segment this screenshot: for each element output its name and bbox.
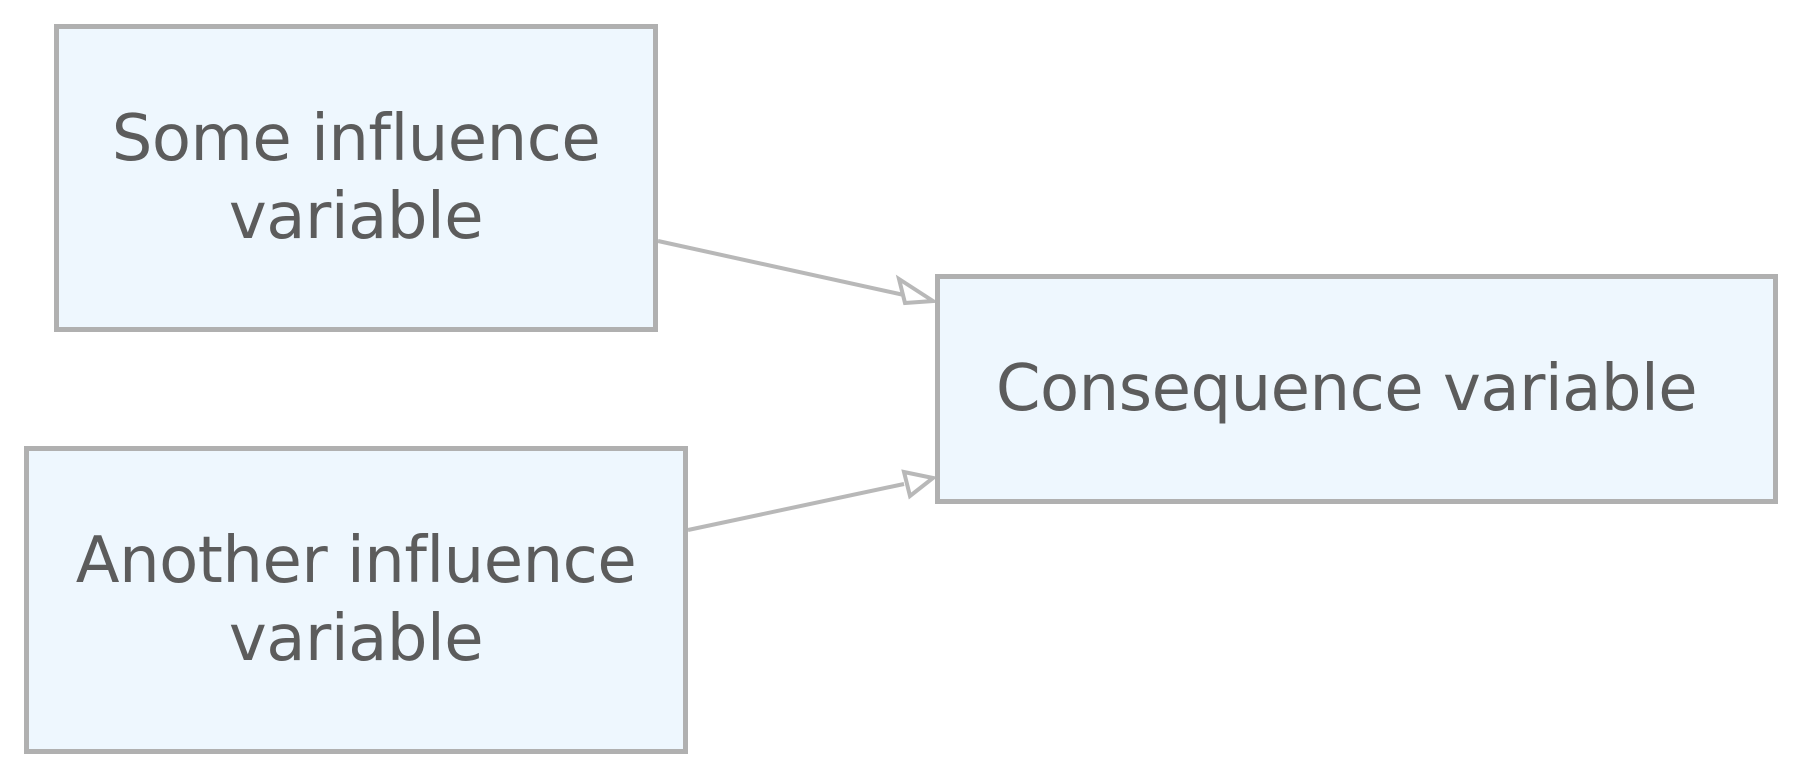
arrowhead-icon [895, 274, 940, 306]
node-consequence-variable[interactable]: Consequence variable [935, 274, 1778, 504]
edge-line [657, 239, 905, 297]
edge-line [687, 482, 905, 532]
node-another-influence-variable[interactable]: Another influence variable [24, 446, 688, 754]
node-label: Another influence variable [75, 524, 637, 676]
arrowhead-icon [901, 469, 938, 500]
node-label: Some influence variable [111, 102, 601, 254]
edge-some-influence-to-consequence [657, 239, 940, 306]
node-some-influence-variable[interactable]: Some influence variable [54, 24, 658, 332]
edge-another-influence-to-consequence [687, 469, 938, 532]
node-label: Consequence variable [995, 352, 1698, 426]
